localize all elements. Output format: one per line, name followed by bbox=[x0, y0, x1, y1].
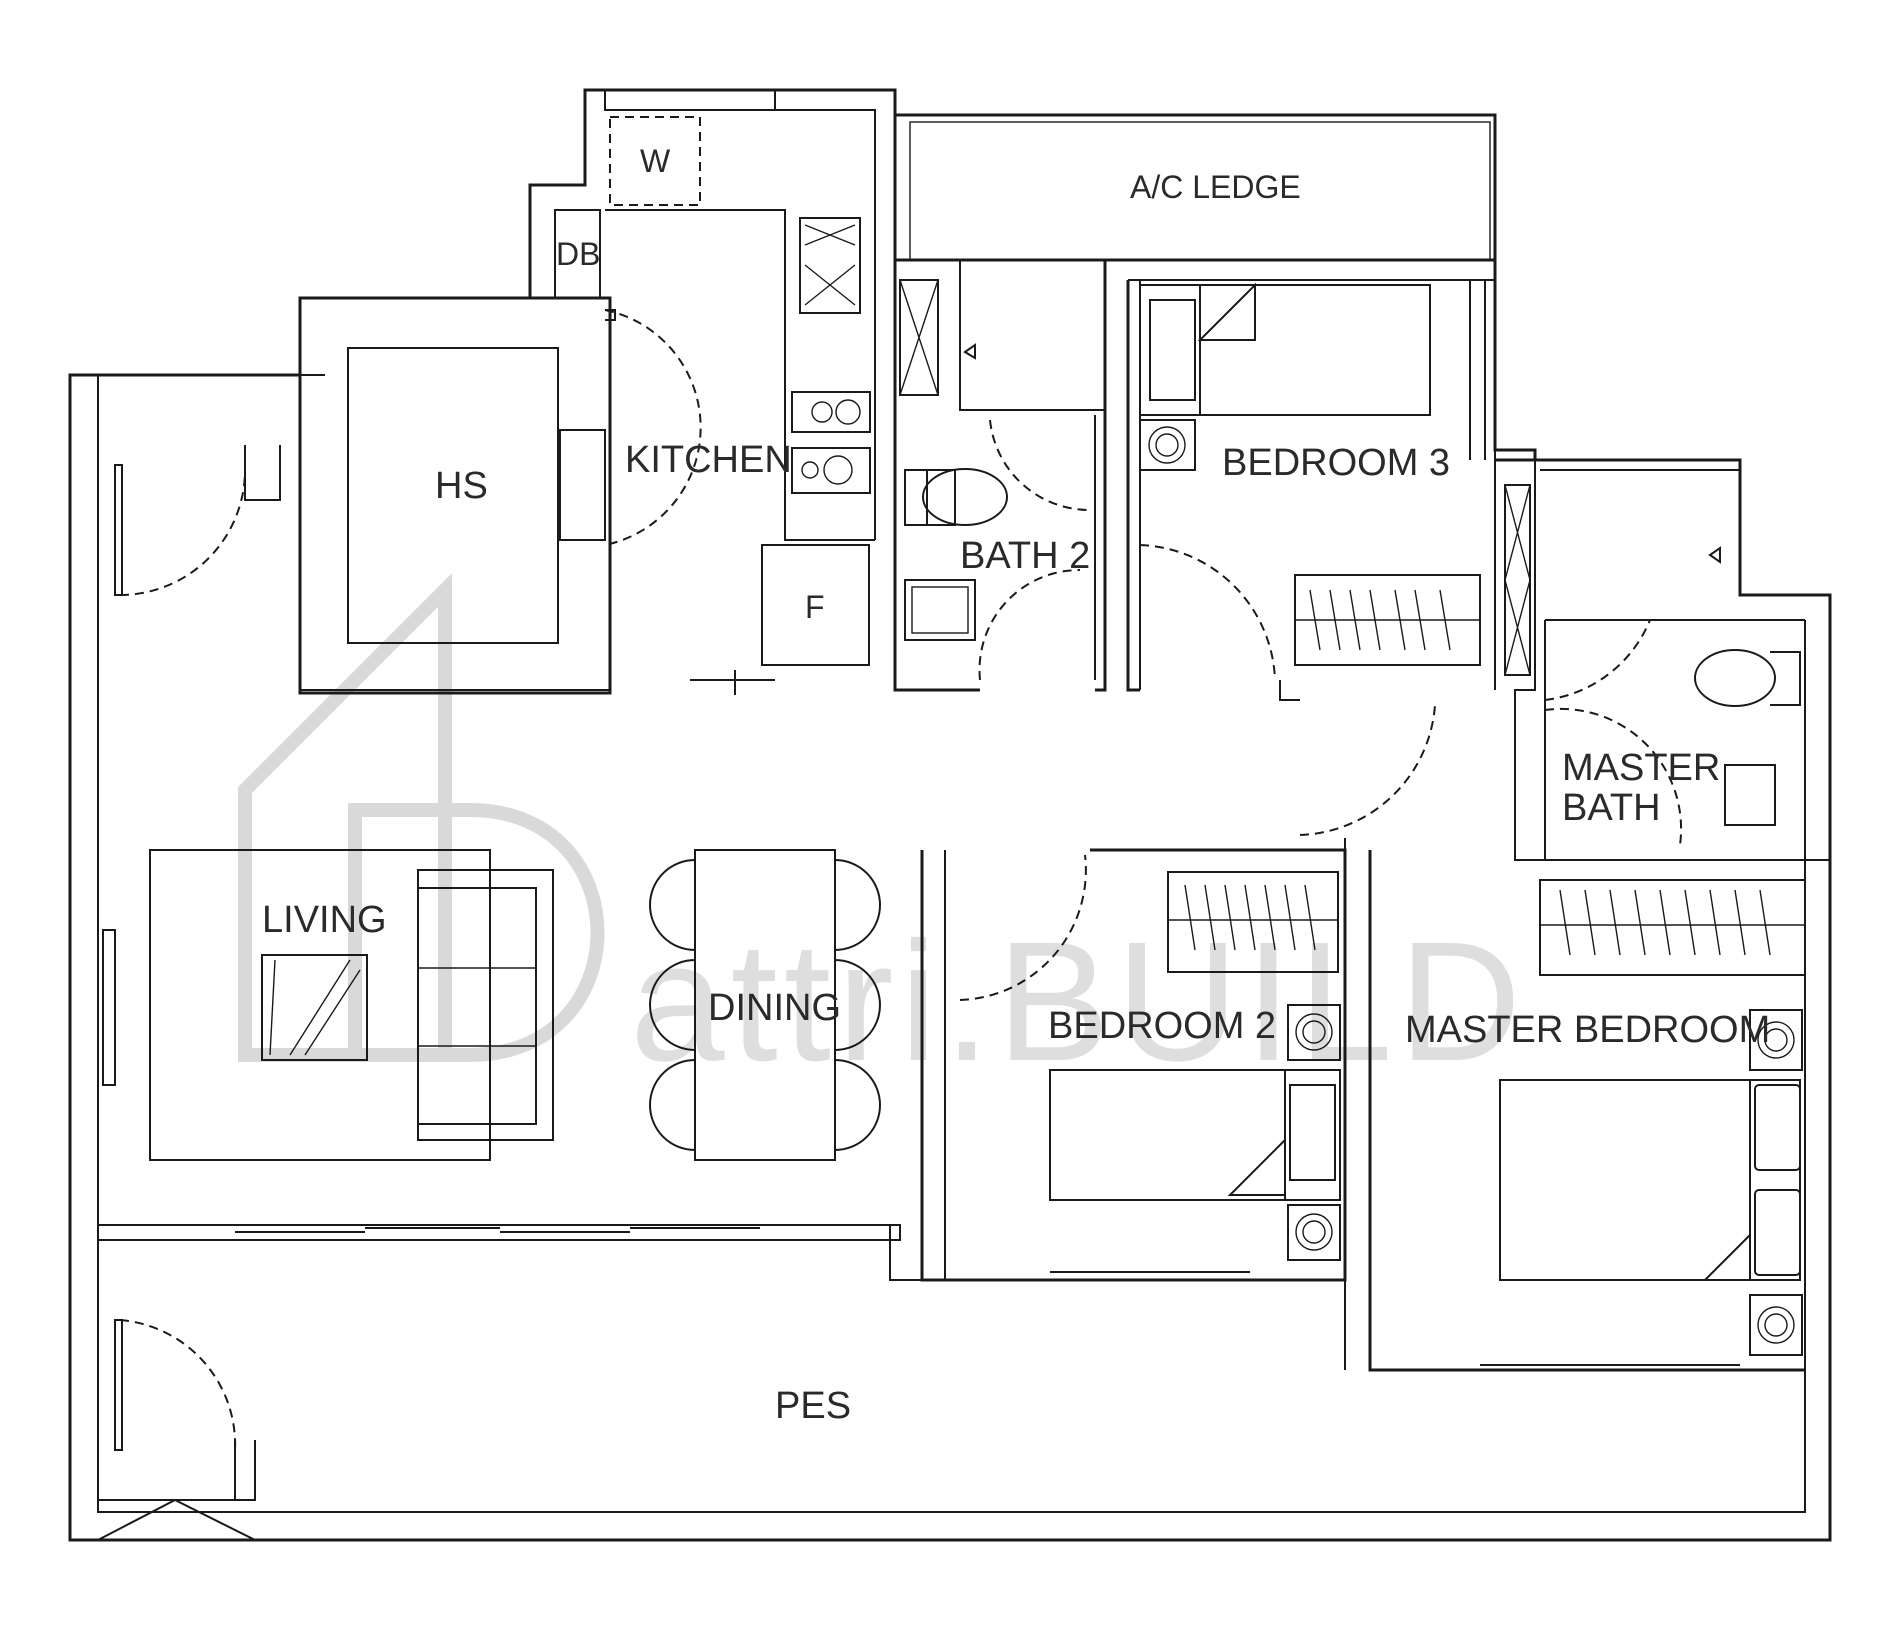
master-bedroom bbox=[1368, 850, 1806, 1372]
kitchen-door-swing bbox=[604, 309, 702, 546]
bedroom-3 bbox=[1126, 279, 1496, 701]
bed-3 bbox=[1139, 284, 1431, 416]
label-f: F bbox=[805, 589, 825, 625]
main-door-swing bbox=[119, 469, 246, 596]
sliding-doors bbox=[98, 1224, 1740, 1366]
label-kitchen: KITCHEN bbox=[625, 439, 792, 481]
master-bath-door-swing bbox=[1544, 707, 1683, 846]
tv-console bbox=[102, 929, 116, 1086]
label-bedroom2: BEDROOM 2 bbox=[1048, 1005, 1276, 1047]
watermark-logo: attri.BUILD bbox=[238, 573, 1527, 1097]
room-labels: A/C LEDGE W DB HS KITCHEN F BATH 2 BEDRO… bbox=[262, 143, 1770, 1427]
household-shelter bbox=[298, 296, 612, 695]
label-pes: PES bbox=[775, 1385, 851, 1427]
entry-doors bbox=[97, 445, 281, 1541]
label-db: DB bbox=[556, 236, 600, 272]
fridge-box bbox=[761, 544, 870, 666]
living-room bbox=[102, 849, 554, 1161]
dining-area bbox=[649, 849, 881, 1161]
coffee-table bbox=[261, 954, 368, 1061]
bedroom2-door-swing bbox=[959, 854, 1087, 1001]
label-hs: HS bbox=[435, 465, 488, 507]
bedroom2-entry-swing bbox=[1299, 704, 1436, 836]
hob-icon bbox=[791, 391, 871, 433]
label-living: LIVING bbox=[262, 899, 387, 941]
label-bedroom3: BEDROOM 3 bbox=[1222, 442, 1450, 484]
label-master-bath-line2: BATH bbox=[1562, 787, 1661, 829]
bedroom3-door-swing bbox=[1139, 544, 1276, 681]
label-master-bedroom: MASTER BEDROOM bbox=[1405, 1009, 1770, 1051]
wardrobe-2 bbox=[1167, 871, 1339, 973]
bath-2 bbox=[893, 260, 1107, 692]
dining-table bbox=[694, 849, 836, 1161]
sink-icon bbox=[799, 217, 861, 314]
master-bed bbox=[1499, 1079, 1801, 1281]
ac-ledge bbox=[893, 113, 1497, 262]
label-w: W bbox=[640, 143, 671, 179]
wardrobe-master bbox=[1539, 879, 1806, 976]
bed-2 bbox=[1049, 1069, 1341, 1201]
kitchen bbox=[604, 209, 875, 695]
label-bath2: BATH 2 bbox=[960, 535, 1090, 577]
bath2-door-swing bbox=[989, 419, 1091, 512]
washer-box bbox=[609, 116, 701, 206]
label-ac-ledge: A/C LEDGE bbox=[1130, 169, 1301, 205]
watermark-text: attri.BUILD bbox=[630, 907, 1527, 1097]
bedroom-2 bbox=[920, 704, 1436, 1370]
pes-door-swing bbox=[119, 1319, 237, 1451]
rug bbox=[149, 849, 491, 1161]
master-bath bbox=[1495, 458, 1830, 861]
label-master-bath-line1: MASTER bbox=[1562, 747, 1720, 789]
label-dining: DINING bbox=[708, 987, 841, 1029]
